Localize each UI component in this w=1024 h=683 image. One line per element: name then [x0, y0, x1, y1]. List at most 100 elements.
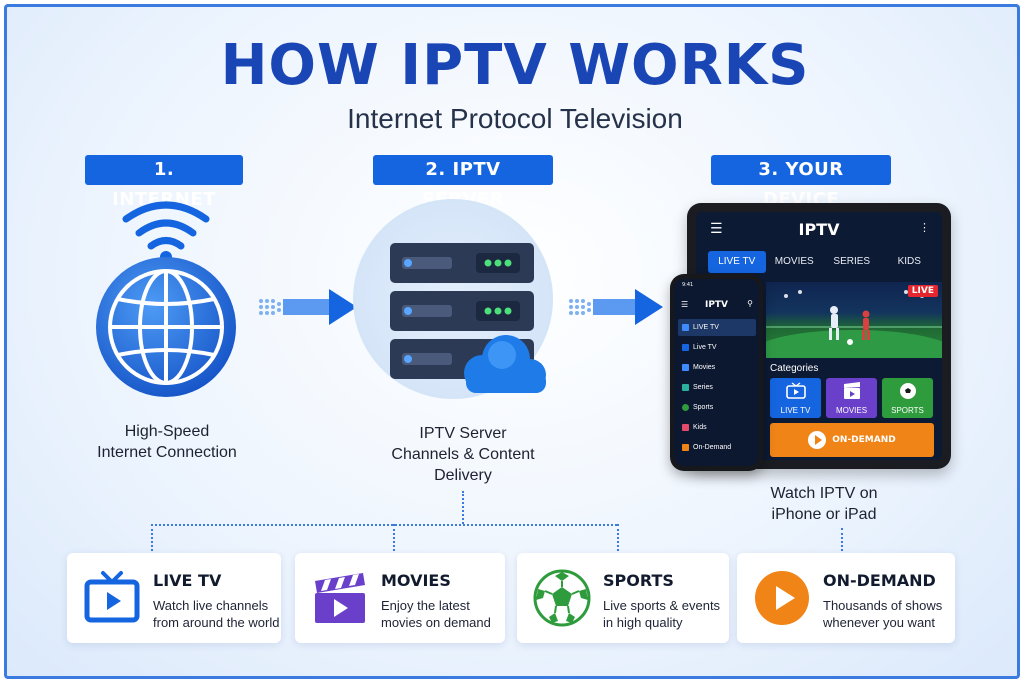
page-title: HOW IPTV WORKS — [220, 33, 810, 98]
server-illustration — [390, 243, 550, 393]
step-label-device: 3. YOUR DEVICE — [711, 155, 891, 210]
category-label-live-tv: LIVE TV — [780, 406, 811, 415]
series-icon — [682, 384, 689, 391]
feature-title: MOVIES — [381, 571, 451, 590]
ball-icon — [682, 404, 689, 411]
internet-caption-line2: Internet Connection — [97, 444, 237, 461]
phone-menu-label: Movies — [693, 364, 716, 371]
feature-desc-line1: Enjoy the latest — [381, 598, 470, 613]
feature-card-ondemand: ON-DEMAND Thousands of shows whenever yo… — [737, 553, 955, 643]
device-caption-line2: iPhone or iPad — [771, 506, 877, 523]
categories-heading: Categories — [770, 363, 819, 374]
phone-menu-item-live-tv-home[interactable]: LIVE TV — [678, 319, 756, 336]
tv-icon — [785, 382, 806, 399]
device-caption: Watch IPTV on iPhone or iPad — [729, 483, 919, 525]
tab-series[interactable]: SERIES — [833, 256, 871, 267]
infographic-frame: HOW IPTV WORKS Internet Protocol Televis… — [4, 4, 1020, 679]
phone-menu-item-on-demand[interactable]: On-Demand — [678, 439, 756, 456]
tv-icon — [682, 344, 689, 351]
tablet-tab-bar: LIVE TV MOVIES SERIES KIDS — [708, 251, 938, 273]
tablet-app-header: ☰ IPTV ⋮ — [696, 212, 942, 248]
feature-desc-line2: from around the world — [153, 615, 280, 630]
feature-description: Thousands of shows whenever you want — [823, 597, 942, 631]
feature-description: Watch live channels from around the worl… — [153, 597, 279, 631]
phone-menu-item-live-tv[interactable]: Live TV — [678, 339, 756, 356]
play-icon — [682, 444, 689, 451]
step-label-server: 2. IPTV SERVER — [373, 155, 553, 210]
server-caption-line3: Delivery — [434, 467, 492, 484]
phone-screen: 9:41 ☰ IPTV ⚲ LIVE TV Live TV Movies Ser… — [674, 279, 759, 466]
server-caption-line2: Channels & Content — [391, 446, 535, 463]
phone-app-header: ☰ IPTV ⚲ — [674, 298, 759, 314]
tab-live-tv[interactable]: LIVE TV — [708, 251, 766, 273]
feature-desc-line1: Live sports & events — [603, 598, 721, 613]
hamburger-menu-icon[interactable]: ☰ — [710, 221, 723, 237]
phone-menu-label: Series — [693, 384, 713, 391]
phone-menu-item-series[interactable]: Series — [678, 379, 756, 396]
device-caption-line1: Watch IPTV on — [770, 485, 878, 502]
phone-menu-item-sports[interactable]: Sports — [678, 399, 756, 416]
phone-menu-label: LIVE TV — [693, 324, 719, 331]
feature-desc-line2: whenever you want — [823, 615, 936, 630]
category-card-movies[interactable]: MOVIES — [826, 378, 877, 418]
connector-drop-live-tv — [151, 524, 153, 551]
phone-device: 9:41 ☰ IPTV ⚲ LIVE TV Live TV Movies Ser… — [670, 274, 763, 471]
page-subtitle: Internet Protocol Television — [347, 103, 683, 134]
category-label-sports: SPORTS — [891, 406, 924, 415]
feature-desc-line2: in high quality — [603, 615, 683, 630]
internet-caption: High-Speed Internet Connection — [77, 421, 257, 463]
phone-app-title: IPTV — [704, 300, 729, 310]
live-stream-hero-image[interactable]: LIVE — [766, 282, 942, 358]
flow-arrow-2 — [567, 287, 667, 327]
ondemand-banner-label: ON-DEMAND — [832, 435, 896, 445]
soccer-ball-icon — [899, 383, 916, 399]
step-label-internet: 1. INTERNET — [85, 155, 243, 210]
tab-movies[interactable]: MOVIES — [774, 256, 814, 267]
tablet-screen: ☰ IPTV ⋮ LIVE TV MOVIES SERIES KIDS — [696, 212, 942, 460]
feature-card-movies: MOVIES Enjoy the latest movies on demand — [295, 553, 505, 643]
tablet-device: ☰ IPTV ⋮ LIVE TV MOVIES SERIES KIDS — [687, 203, 951, 469]
play-circle-icon — [751, 567, 813, 629]
live-badge: LIVE — [907, 285, 938, 297]
category-card-sports[interactable]: SPORTS — [882, 378, 933, 418]
feature-card-live-tv: LIVE TV Watch live channels from around … — [67, 553, 281, 643]
home-icon — [682, 324, 689, 331]
feature-desc-line1: Thousands of shows — [823, 598, 943, 613]
search-icon[interactable]: ⚲ — [747, 299, 753, 308]
phone-menu-label: Kids — [693, 424, 707, 431]
phone-menu-item-movies[interactable]: Movies — [678, 359, 756, 376]
ondemand-banner[interactable]: ON-DEMAND — [770, 423, 934, 457]
phone-menu-label: Sports — [693, 404, 714, 411]
clapperboard-icon — [309, 567, 371, 629]
feature-title: ON-DEMAND — [823, 571, 936, 590]
feature-card-sports: SPORTS Live sports & events in high qual… — [517, 553, 729, 643]
tab-kids[interactable]: KIDS — [897, 256, 921, 267]
tv-play-icon — [81, 567, 143, 629]
stadium-soccer-image — [766, 290, 942, 358]
category-card-live-tv[interactable]: LIVE TV — [770, 378, 821, 418]
feature-description: Live sports & events in high quality — [603, 597, 720, 631]
play-circle-icon — [808, 430, 827, 449]
connector-horizontal — [151, 524, 617, 526]
kids-icon — [682, 424, 689, 431]
connector-vertical-server — [462, 491, 464, 524]
feature-description: Enjoy the latest movies on demand — [381, 597, 491, 631]
film-icon — [682, 364, 689, 371]
feature-desc-line2: movies on demand — [381, 615, 491, 630]
hamburger-menu-icon[interactable]: ☰ — [681, 300, 689, 309]
server-cloud-icon — [390, 243, 546, 393]
connector-drop-movies — [393, 524, 395, 551]
feature-title: LIVE TV — [153, 571, 222, 590]
server-caption-line1: IPTV Server — [419, 425, 507, 442]
phone-menu-label: On-Demand — [693, 444, 732, 451]
soccer-ball-icon — [531, 567, 593, 629]
phone-menu-item-kids[interactable]: Kids — [678, 419, 756, 436]
more-options-icon[interactable]: ⋮ — [919, 221, 930, 234]
phone-menu-label: Live TV — [693, 344, 717, 351]
wifi-globe-icon — [96, 201, 236, 397]
server-caption: IPTV Server Channels & Content Delivery — [363, 423, 563, 486]
feature-title: SPORTS — [603, 571, 674, 590]
feature-desc-line1: Watch live channels — [153, 598, 269, 613]
phone-status-time: 9:41 — [682, 282, 694, 288]
internet-caption-line1: High-Speed — [124, 423, 210, 440]
